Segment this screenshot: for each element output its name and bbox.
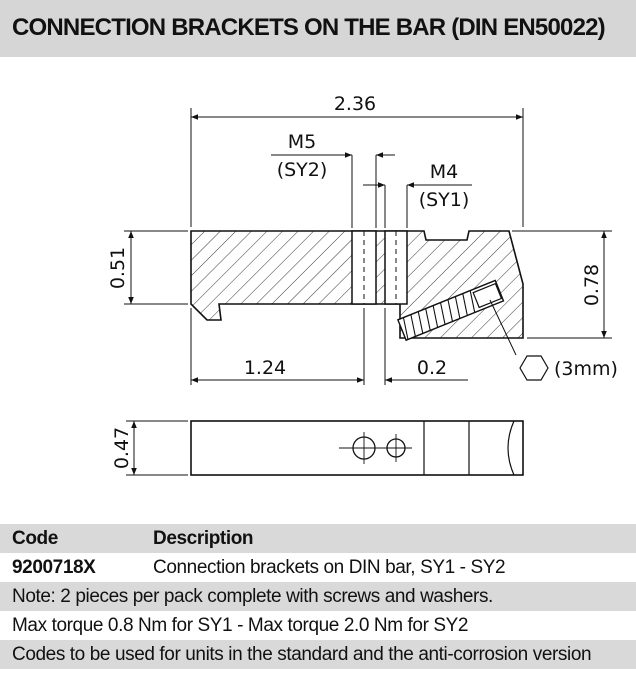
header-code: Code (12, 528, 58, 549)
technical-drawing: 2.36 M5 (SY2) M4 (SY1) 0.51 (107, 93, 618, 476)
page-title: CONNECTION BRACKETS ON THE BAR (DIN EN50… (12, 14, 606, 41)
note-text: Max torque 0.8 Nm for SY1 - Max torque 2… (12, 615, 469, 636)
table-row: 9200718X Connection brackets on DIN bar,… (0, 553, 636, 582)
dim-right-height: 0.78 (512, 230, 612, 339)
dim-bottom-height: 0.47 (111, 420, 188, 476)
note-row: Max torque 0.8 Nm for SY1 - Max torque 2… (0, 611, 636, 640)
note-row: Note: 2 pieces per pack complete with sc… (0, 582, 636, 611)
note-text: Codes to be used for units in the standa… (12, 644, 592, 665)
hex-icon (519, 355, 549, 381)
dim-bottom-offsets: 1.24 0.2 (190, 308, 468, 385)
dim-label-0-51: 0.51 (107, 247, 129, 289)
bottom-view (190, 420, 524, 476)
table-header-row: Code Description (0, 524, 636, 553)
m5-callout: M5 (SY2) (271, 131, 395, 228)
hex-key-label: (3mm) (554, 358, 618, 380)
note-row: Codes to be used for units in the standa… (0, 640, 636, 669)
header-description: Description (153, 528, 254, 549)
set-screw (396, 279, 505, 342)
m5-label: M5 (288, 131, 316, 153)
dim-overall-width: 2.36 (190, 93, 524, 227)
title-bar: CONNECTION BRACKETS ON THE BAR (DIN EN50… (0, 0, 636, 57)
m4-callout: M4 (SY1) (363, 161, 472, 228)
product-code: 9200718X (12, 557, 96, 578)
product-table: Code Description 9200718X Connection bra… (0, 524, 636, 669)
dim-label-2-36: 2.36 (334, 93, 376, 115)
product-description: Connection brackets on DIN bar, SY1 - SY… (153, 557, 506, 578)
hex-key-callout: (3mm) (489, 299, 618, 381)
sy2-label: (SY2) (277, 159, 328, 181)
dim-label-1-24: 1.24 (244, 357, 286, 379)
dim-label-0-47: 0.47 (111, 427, 133, 469)
sy1-label: (SY1) (419, 189, 470, 211)
dim-left-height: 0.51 (107, 230, 188, 305)
front-section-view (190, 230, 524, 342)
m4-label: M4 (430, 161, 458, 183)
dim-label-0-78: 0.78 (581, 264, 603, 306)
dim-label-0-2: 0.2 (417, 357, 447, 379)
note-text: Note: 2 pieces per pack complete with sc… (12, 586, 493, 607)
